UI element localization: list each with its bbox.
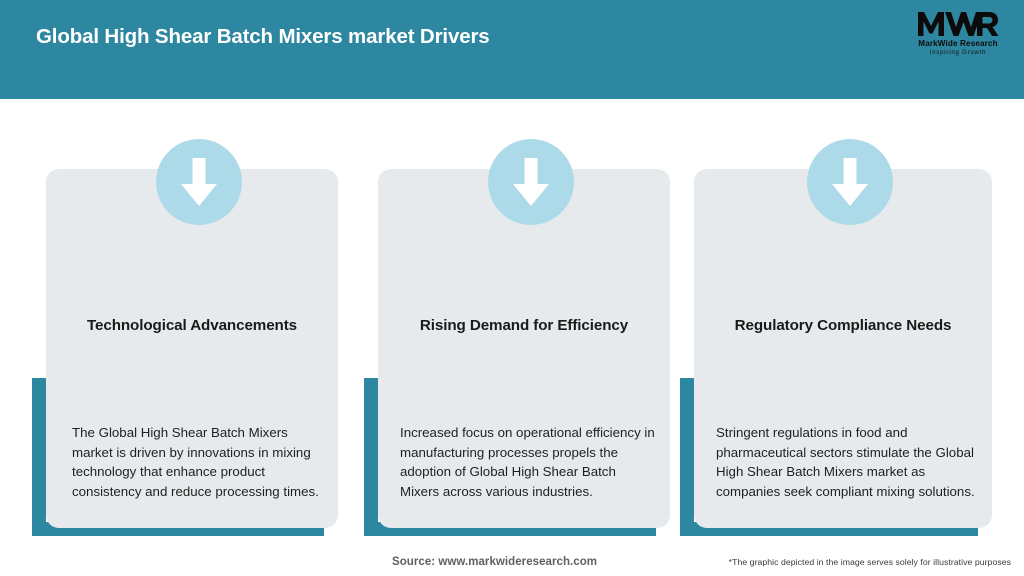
card-heading: Rising Demand for Efficiency [419, 317, 629, 334]
driver-card: Technological Advancements The Global Hi… [32, 99, 338, 539]
mwr-logo-icon [918, 12, 999, 36]
driver-card: Regulatory Compliance Needs Stringent re… [680, 99, 992, 539]
card-panel [46, 169, 338, 528]
card-heading: Technological Advancements [86, 317, 298, 334]
footer: Source: www.markwideresearch.com *The gr… [0, 539, 1024, 576]
page-title: Global High Shear Batch Mixers market Dr… [36, 25, 490, 48]
driver-card: Rising Demand for Efficiency Increased f… [364, 99, 670, 539]
drivers-card-group: Technological Advancements The Global Hi… [0, 99, 1024, 539]
arrow-down-glyph [181, 158, 217, 206]
brand-logo: MarkWide Research Inspiring Growth [906, 9, 1010, 63]
card-heading: Regulatory Compliance Needs [734, 317, 952, 334]
arrow-down-icon [488, 139, 574, 225]
arrow-down-icon [156, 139, 242, 225]
logo-company-name: MarkWide Research [918, 39, 998, 48]
card-panel [694, 169, 992, 528]
source-label: Source: www.markwideresearch.com [392, 556, 598, 568]
card-body-text: The Global High Shear Batch Mixers marke… [72, 425, 319, 499]
header-bar: Global High Shear Batch Mixers market Dr… [0, 0, 1024, 99]
card-body-text: Stringent regulations in food and pharma… [716, 425, 975, 499]
card-panel [378, 169, 670, 528]
disclaimer-label: *The graphic depicted in the image serve… [728, 557, 1011, 567]
arrow-down-glyph [832, 158, 868, 206]
logo-tagline: Inspiring Growth [929, 49, 987, 56]
arrow-down-icon [807, 139, 893, 225]
arrow-down-glyph [513, 158, 549, 206]
card-body-text: Increased focus on operational efficienc… [400, 425, 655, 499]
